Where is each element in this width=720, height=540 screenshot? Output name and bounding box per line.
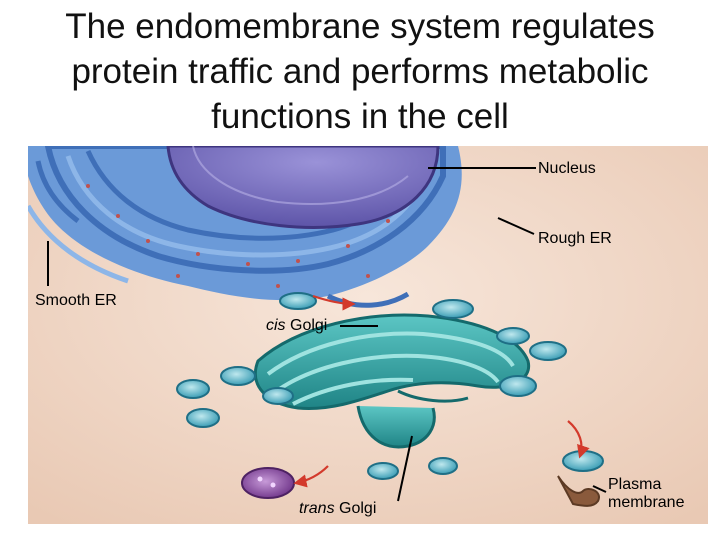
label-plasma-membrane: Plasma membrane [608,476,684,512]
trans-golgi-prefix: trans [299,500,335,517]
cis-golgi-prefix: cis [266,317,286,334]
endomembrane-illustration [28,146,708,524]
slide-title: The endomembrane system regulates protei… [0,4,720,139]
label-smooth-er: Smooth ER [35,292,117,310]
title-line-3: functions in the cell [0,94,720,139]
plasma-membrane-line-1: Plasma [608,476,684,494]
cis-golgi-suffix: Golgi [286,317,328,334]
label-cis-golgi: cis Golgi [266,317,327,335]
lysosome [242,468,294,498]
plasma-membrane-line-2: membrane [608,494,684,512]
label-rough-er: Rough ER [538,230,612,248]
title-line-1: The endomembrane system regulates [0,4,720,49]
label-nucleus: Nucleus [538,160,596,178]
trans-golgi-suffix: Golgi [335,500,377,517]
label-trans-golgi: trans Golgi [299,500,376,518]
title-line-2: protein traffic and performs metabolic [0,49,720,94]
